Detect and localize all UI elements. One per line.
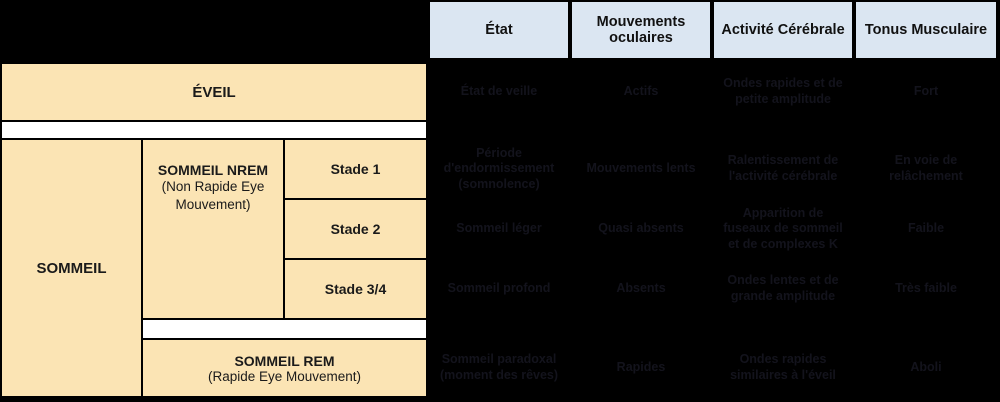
nrem-title: SOMMEIL NREM: [157, 162, 269, 178]
row-label-eveil: ÉVEIL: [2, 64, 426, 120]
rem-title: SOMMEIL REM: [234, 352, 335, 369]
header-activite-cerebrale: Activité Cérébrale: [714, 2, 852, 58]
nrem-subtitle: (Non Rapide Eye Mouvement): [161, 179, 265, 212]
white-separator-bottom: [143, 320, 426, 338]
cell-rem-etat: Sommeil paradoxal (moment des rêves): [439, 352, 559, 382]
cell-stade1-etat: Période d'endormissement (somnolence): [443, 145, 555, 191]
header-tonus-label: Tonus Musculaire: [864, 22, 988, 38]
cell-stade34-mouvements: Absents: [616, 281, 666, 296]
white-separator-top: [2, 122, 426, 138]
cell-eveil-mouvements: Actifs: [623, 84, 659, 99]
header-etat-label: État: [485, 22, 513, 38]
header-tonus-musculaire: Tonus Musculaire: [856, 2, 996, 58]
rem-subtitle: (Rapide Eye Mouvement): [207, 368, 362, 384]
cell-stade1-activite: Ralentissement de l'activité cérébrale: [727, 153, 839, 183]
row-label-stade-1: Stade 1: [285, 140, 426, 198]
cell-stade34-tonus: Très faible: [895, 281, 957, 296]
eveil-label: ÉVEIL: [192, 83, 236, 101]
cell-stade34-etat: Sommeil profond: [447, 281, 551, 296]
cell-rem-mouvements: Rapides: [616, 360, 666, 375]
stade2-label: Stade 2: [330, 221, 381, 237]
cell-stade34-activite: Ondes lentes et de grande amplitude: [727, 273, 839, 303]
header-mouvements-oculaires: Mouvements oculaires: [572, 2, 710, 58]
row-label-sommeil-nrem: SOMMEIL NREM (Non Rapide Eye Mouvement): [143, 140, 283, 318]
row-label-stade-3-4: Stade 3/4: [285, 260, 426, 318]
cell-stade2-etat: Sommeil léger: [456, 221, 542, 236]
cell-stade2-mouvements: Quasi absents: [598, 221, 684, 236]
cell-eveil-activite: Ondes rapides et de petite amplitude: [723, 76, 843, 106]
sommeil-label: SOMMEIL: [36, 259, 107, 277]
cell-stade2-tonus: Faible: [907, 221, 945, 236]
header-activite-label: Activité Cérébrale: [721, 22, 845, 38]
header-mouvements-label: Mouvements oculaires: [596, 14, 686, 46]
cell-rem-tonus: Aboli: [910, 360, 942, 375]
stade1-label: Stade 1: [330, 161, 381, 177]
header-etat: État: [430, 2, 568, 58]
row-label-stade-2: Stade 2: [285, 200, 426, 258]
stade34-label: Stade 3/4: [324, 281, 387, 297]
cell-stade2-activite: Apparition de fuseaux de sommeil et de c…: [723, 205, 843, 251]
cell-eveil-tonus: Fort: [913, 84, 939, 99]
cell-eveil-etat: État de veille: [460, 84, 538, 99]
cell-stade1-mouvements: Mouvements lents: [586, 161, 696, 176]
row-label-sommeil: SOMMEIL: [2, 140, 141, 396]
row-label-sommeil-rem: SOMMEIL REM (Rapide Eye Mouvement): [143, 340, 426, 396]
cell-stade1-tonus: En voie de relâchement: [889, 153, 963, 183]
cell-rem-activite: Ondes rapides similaires à l'éveil: [730, 352, 836, 382]
